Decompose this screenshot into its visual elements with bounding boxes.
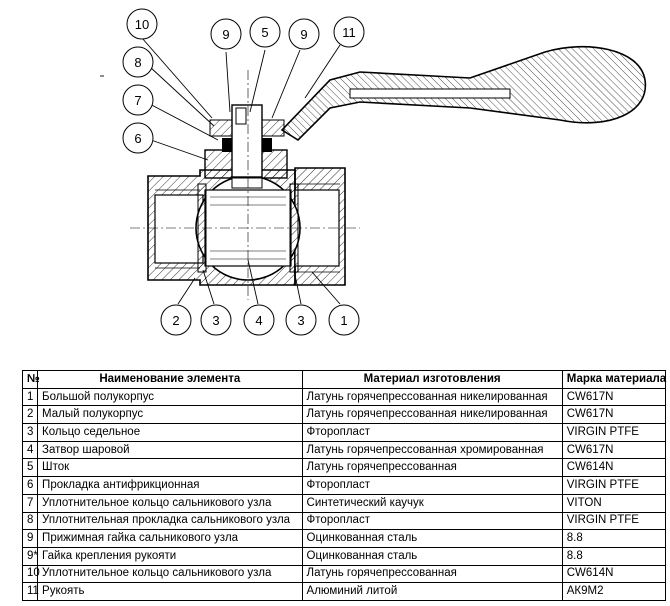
- cell-material: Фторопласт: [301, 511, 563, 531]
- handle-part: [280, 46, 647, 142]
- cell-number: 11: [21, 582, 39, 601]
- cell-number: 5: [21, 458, 39, 478]
- cell-material: Фторопласт: [301, 423, 563, 442]
- callout-bottom-3b: 3: [285, 304, 317, 336]
- svg-text:4: 4: [255, 313, 262, 328]
- cell-material: Оцинкованная сталь: [301, 529, 563, 548]
- cell-number: 1: [21, 387, 39, 407]
- cell-element-name: Прижимная гайка сальникового узла: [37, 529, 303, 548]
- callout-bottom-4: 4: [243, 304, 275, 336]
- callout-bottom-2: 2: [160, 304, 192, 336]
- cell-element-name: Шток: [37, 458, 303, 478]
- svg-text:10: 10: [135, 17, 149, 32]
- cell-grade: VIRGIN PTFE: [561, 511, 667, 531]
- cell-number: 6: [21, 476, 39, 495]
- callout-top-9b: 9: [288, 18, 320, 50]
- cell-element-name: Уплотнительное кольцо сальникового узла: [37, 493, 303, 513]
- cell-grade: 8.8: [561, 529, 667, 548]
- cell-material: Алюминий литой: [301, 582, 563, 601]
- table-header-row: № Наименование элемента Материал изготов…: [21, 370, 666, 389]
- cell-element-name: Прокладка антифрикционная: [37, 476, 303, 495]
- header-material: Материал изготовления: [301, 370, 563, 389]
- svg-text:9: 9: [300, 27, 307, 42]
- header-grade: Марка материала: [561, 370, 666, 389]
- svg-text:11: 11: [342, 25, 356, 40]
- cell-grade: VIRGIN PTFE: [561, 476, 667, 495]
- cell-element-name: Затвор шаровой: [37, 440, 303, 460]
- cell-number: 10: [21, 564, 40, 584]
- callout-left-8: 8: [122, 46, 154, 78]
- svg-text:7: 7: [134, 93, 141, 108]
- header-number: №: [21, 370, 40, 389]
- callout-left-7: 7: [122, 84, 154, 116]
- cell-material: Латунь горячепрессованная хромированная: [301, 440, 563, 460]
- svg-text:8: 8: [134, 55, 141, 70]
- cell-grade: CW614N: [561, 564, 667, 584]
- svg-text:6: 6: [134, 131, 141, 146]
- callouts: 10 9 5 9 11 8 7 6 2 3 4 3 1: [122, 8, 365, 336]
- cell-number: 9: [21, 529, 39, 548]
- cell-grade: CW617N: [561, 440, 667, 460]
- cell-number: 8: [21, 511, 39, 531]
- cell-grade: VIRGIN PTFE: [561, 423, 667, 442]
- cell-grade: АК9М2: [561, 582, 667, 601]
- cell-number: 2: [21, 405, 39, 425]
- svg-text:5: 5: [261, 25, 268, 40]
- callout-bottom-1: 1: [328, 304, 360, 336]
- cell-material: Латунь горячепрессованная никелированная: [301, 405, 563, 425]
- callout-top-10: 10: [126, 8, 158, 40]
- callout-top-11: 11: [333, 16, 365, 48]
- stem-assembly: [204, 104, 288, 189]
- cell-material: Латунь горячепрессованная: [301, 564, 563, 584]
- cell-material: Оцинкованная сталь: [301, 546, 563, 566]
- leader-lines: [100, 37, 341, 305]
- cell-number: 3: [21, 423, 39, 442]
- callout-top-9a: 9: [210, 18, 242, 50]
- callout-bottom-3a: 3: [200, 304, 232, 336]
- cell-element-name: Гайка крепления рукояти: [37, 546, 303, 566]
- header-element-name: Наименование элемента: [37, 370, 303, 389]
- cell-grade: CW614N: [561, 458, 667, 478]
- cell-element-name: Большой полукорпус: [37, 387, 303, 407]
- svg-text:2: 2: [172, 313, 179, 328]
- cell-number: 7: [21, 493, 39, 513]
- cell-material: Фторопласт: [301, 476, 563, 495]
- cell-element-name: Рукоять: [37, 582, 303, 601]
- ball-valve-section-drawing: 10 9 5 9 11 8 7 6 2 3 4 3 1: [100, 8, 647, 336]
- cell-grade: CW617N: [561, 405, 667, 425]
- cell-material: Латунь горячепрессованная: [301, 458, 563, 478]
- cell-grade: 8.8: [561, 546, 667, 566]
- cell-element-name: Уплотнительная прокладка сальникового уз…: [37, 511, 303, 531]
- callout-top-5: 5: [249, 16, 281, 48]
- cell-number: 4: [21, 440, 39, 460]
- svg-text:9: 9: [222, 27, 229, 42]
- cell-material: Синтетический каучук: [301, 493, 563, 513]
- callout-left-6: 6: [122, 122, 154, 154]
- cell-element-name: Малый полукорпус: [37, 405, 303, 425]
- svg-text:3: 3: [297, 313, 304, 328]
- cell-material: Латунь горячепрессованная никелированная: [301, 387, 563, 407]
- cell-number: 9*: [21, 546, 39, 566]
- cell-grade: CW617N: [561, 387, 667, 407]
- svg-text:1: 1: [340, 313, 347, 328]
- svg-text:3: 3: [212, 313, 219, 328]
- cell-element-name: Кольцо седельное: [37, 423, 303, 442]
- materials-table: № Наименование элемента Материал изготов…: [21, 370, 667, 601]
- cell-grade: VITON: [561, 493, 667, 513]
- cell-element-name: Уплотнительное кольцо сальникового узла: [37, 564, 303, 584]
